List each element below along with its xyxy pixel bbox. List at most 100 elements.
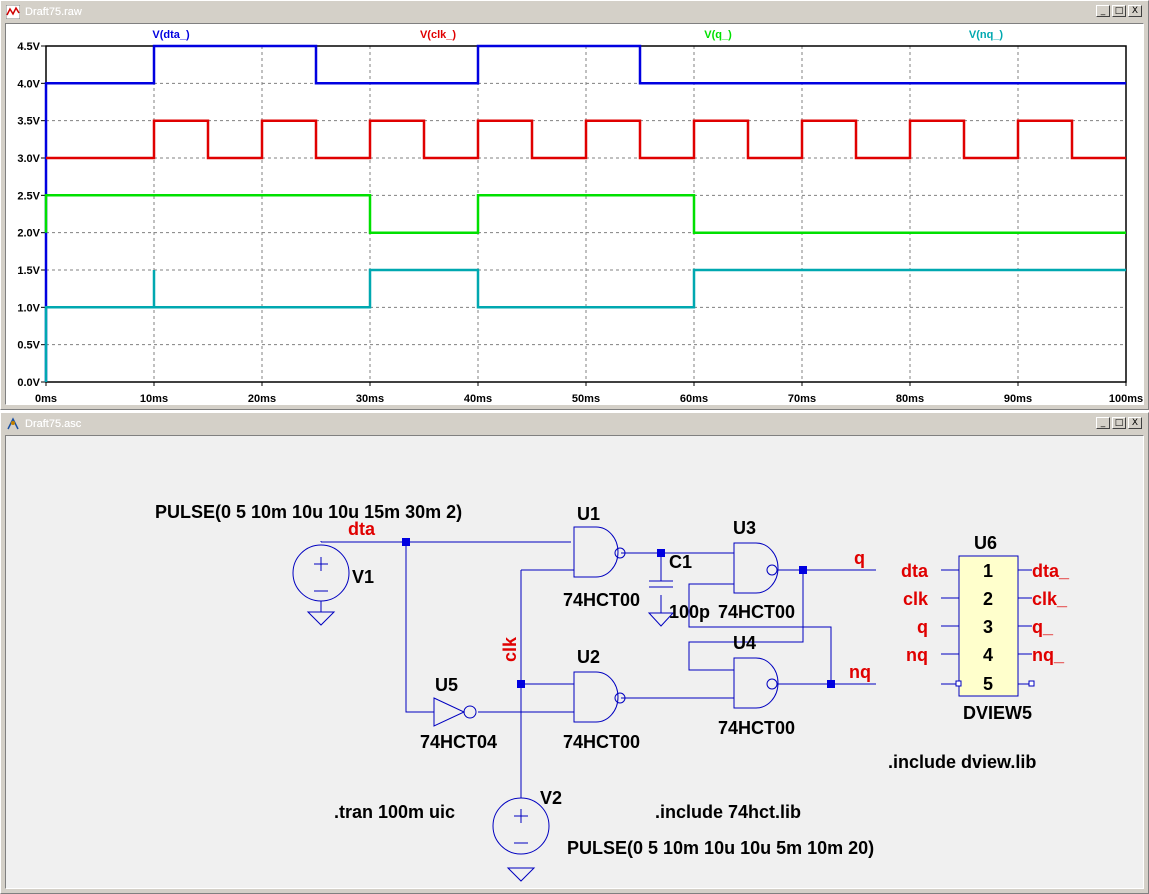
waveform-title: Draft75.raw [25, 6, 82, 18]
legend-label-Vq_[interactable]: V(q_) [704, 29, 732, 41]
junction-q [799, 566, 807, 574]
waveform-titlebar[interactable]: Draft75.raw _ □ X [3, 3, 1146, 21]
label-u6: U6 [974, 533, 997, 553]
y-tick-label: 0.0V [17, 377, 40, 389]
net-label-nq[interactable]: nq [849, 662, 871, 682]
dview-pin5-left [955, 680, 962, 687]
junction-c1 [657, 549, 665, 557]
junction-nq [827, 680, 835, 688]
dview-right-q[interactable]: q_ [1032, 617, 1054, 637]
x-tick-label: 90ms [1004, 393, 1032, 405]
y-tick-label: 3.5V [17, 116, 40, 128]
dview-u6-box[interactable] [958, 555, 1019, 697]
net-label-dta[interactable]: dta [348, 519, 376, 539]
label-u3-model: 74HCT00 [718, 602, 795, 622]
label-u3: U3 [733, 518, 756, 538]
dview-right-dta[interactable]: dta_ [1032, 561, 1070, 581]
junction-dta [402, 538, 410, 546]
wire-dta[interactable] [320, 541, 571, 713]
junction-clk [517, 680, 525, 688]
x-tick-label: 40ms [464, 393, 492, 405]
dview-pin5-right [1028, 680, 1035, 687]
label-u2: U2 [577, 647, 600, 667]
nand-gate-u4[interactable] [733, 657, 779, 709]
schematic-minimize-button[interactable]: _ [1096, 417, 1110, 429]
label-u2-model: 74HCT00 [563, 732, 640, 752]
label-u5: U5 [435, 675, 458, 695]
y-tick-label: 2.5V [17, 190, 40, 202]
x-tick-label: 80ms [896, 393, 924, 405]
waveform-icon [6, 5, 20, 19]
voltage-source-v2[interactable] [492, 797, 550, 882]
dview-right-clk[interactable]: clk_ [1032, 589, 1068, 609]
include-hct-directive[interactable]: .include 74hct.lib [655, 802, 801, 822]
dview-pin-4: 4 [983, 645, 993, 665]
dview-pin-3: 3 [983, 617, 993, 637]
dview-pin-2: 2 [983, 589, 993, 609]
dview-pin-1: 1 [983, 561, 993, 581]
y-tick-label: 0.5V [17, 340, 40, 352]
x-tick-label: 60ms [680, 393, 708, 405]
waveform-chart[interactable]: 0.0V0.5V1.0V1.5V2.0V2.5V3.0V3.5V4.0V4.5V… [6, 24, 1144, 405]
dview-left-clk[interactable]: clk [903, 589, 929, 609]
x-tick-label: 70ms [788, 393, 816, 405]
wire-feedback-nq[interactable] [688, 583, 832, 684]
net-label-clk[interactable]: clk [500, 636, 520, 662]
voltage-source-v1[interactable] [292, 544, 350, 626]
dview-left-q[interactable]: q [917, 617, 928, 637]
pulse-directive-v2[interactable]: PULSE(0 5 10m 10u 10u 5m 10m 20) [567, 838, 874, 858]
schematic-close-button[interactable]: X [1128, 417, 1142, 429]
nand-gate-u2[interactable] [573, 671, 626, 723]
label-c1-value: 100p [669, 602, 710, 622]
waveform-minimize-button[interactable]: _ [1096, 5, 1110, 17]
schematic-maximize-button[interactable]: □ [1112, 417, 1126, 429]
x-tick-label: 0ms [35, 393, 57, 405]
trace-Vnq_[interactable] [44, 268, 1126, 382]
label-c1: C1 [669, 552, 692, 572]
trace-Vclk_[interactable] [46, 119, 1126, 160]
dview-left-nq[interactable]: nq [906, 645, 928, 665]
tran-directive[interactable]: .tran 100m uic [334, 802, 455, 822]
y-tick-label: 2.0V [17, 228, 40, 240]
legend-label-Vnq_[interactable]: V(nq_) [969, 29, 1004, 41]
schematic-drawing[interactable]: PULSE(0 5 10m 10u 10u 15m 30m 2) V1 U1 7… [6, 436, 1144, 889]
trace-Vdta_[interactable] [44, 44, 1126, 382]
y-tick-label: 3.0V [17, 153, 40, 165]
nand-gate-u1[interactable] [573, 526, 626, 578]
include-dview-directive[interactable]: .include dview.lib [888, 752, 1036, 772]
inverter-u5[interactable] [433, 697, 477, 727]
wire-dview[interactable] [941, 569, 1032, 685]
net-label-q[interactable]: q [854, 548, 865, 568]
trace-Vq_[interactable] [44, 194, 1126, 234]
label-u6-model: DVIEW5 [963, 703, 1032, 723]
x-tick-label: 30ms [356, 393, 384, 405]
legend-label-Vclk_[interactable]: V(clk_) [420, 29, 456, 41]
schematic-window: Draft75.asc _ □ X [0, 412, 1149, 894]
wire-feedback-q[interactable] [688, 570, 804, 671]
x-tick-label: 50ms [572, 393, 600, 405]
schematic-title: Draft75.asc [25, 418, 82, 430]
label-u5-model: 74HCT04 [420, 732, 497, 752]
y-tick-label: 1.0V [17, 302, 40, 314]
pulse-directive-v1[interactable]: PULSE(0 5 10m 10u 10u 15m 30m 2) [155, 502, 462, 522]
nand-gate-u3[interactable] [733, 542, 779, 594]
waveform-maximize-button[interactable]: □ [1112, 5, 1126, 17]
y-tick-label: 1.5V [17, 265, 40, 277]
dview-pin-5: 5 [983, 674, 993, 694]
x-tick-label: 10ms [140, 393, 168, 405]
waveform-close-button[interactable]: X [1128, 5, 1142, 17]
label-v2: V2 [540, 788, 562, 808]
y-tick-label: 4.5V [17, 41, 40, 53]
legend-label-Vdta_[interactable]: V(dta_) [152, 29, 190, 41]
dview-left-dta[interactable]: dta [901, 561, 929, 581]
capacitor-c1[interactable] [647, 580, 675, 627]
label-u4: U4 [733, 633, 756, 653]
schematic-titlebar[interactable]: Draft75.asc _ □ X [3, 415, 1146, 433]
waveform-window: Draft75.raw _ □ X 0.0V 0.5V 1.0V 1.5V 2.0V 2.… [0, 0, 1149, 410]
dview-right-nq[interactable]: nq_ [1032, 645, 1065, 665]
x-tick-label: 20ms [248, 393, 276, 405]
label-v1: V1 [352, 567, 374, 587]
schematic-canvas[interactable]: PULSE(0 5 10m 10u 10u 15m 30m 2) V1 U1 7… [5, 435, 1144, 889]
label-u4-model: 74HCT00 [718, 718, 795, 738]
